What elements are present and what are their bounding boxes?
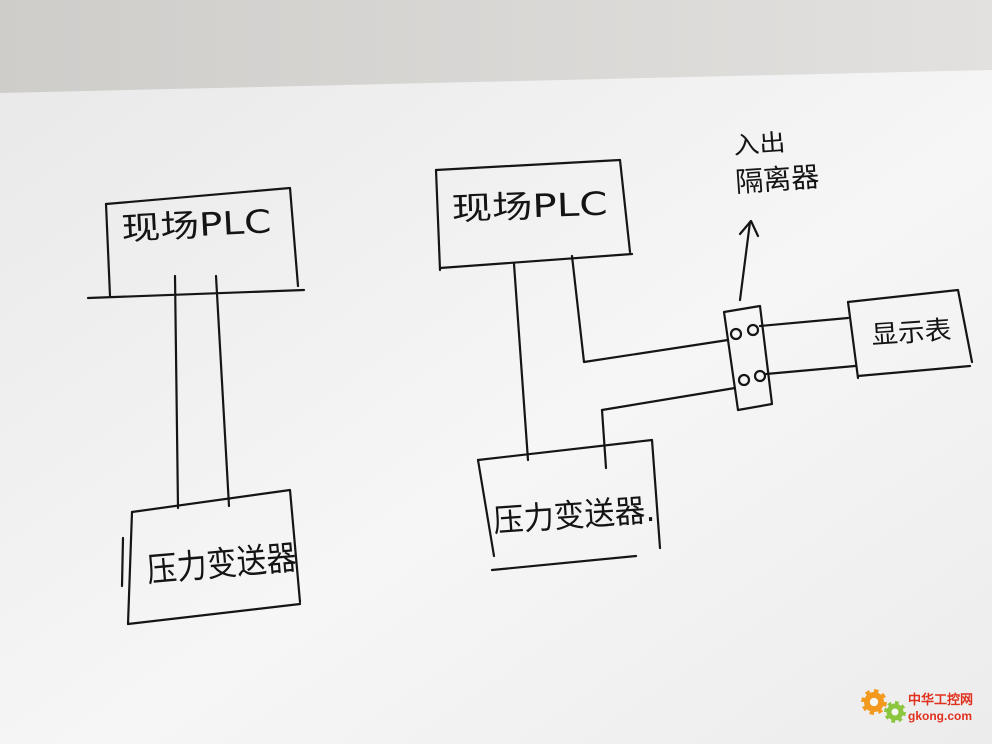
isolator-label-line1: 入出 [732,128,786,160]
isolator-terminals [729,323,767,387]
isolator-box [722,304,774,412]
gear-orange-icon [861,689,887,715]
watermark-text-en: gkong.com [908,709,972,723]
gear-green-icon [884,701,906,723]
left-plc-label: 现场PLC [120,202,272,248]
display-label: 显示表 [870,315,952,351]
arrow-to-isolator-label [738,219,760,302]
left-plc-box [86,186,306,300]
right-plc-box [434,158,634,272]
right-sensor-box [476,438,662,572]
display-box [846,288,974,380]
isolator-label-line2: 隔离器 [734,160,820,199]
watermark-text-cn: 中华工控网 [908,692,973,708]
left-sensor-box [120,488,302,626]
left-wires [173,274,231,510]
watermark-logo: 中华工控网 gkong.com [861,689,973,723]
right-plc-label: 现场PLC [451,185,608,228]
paper-sheet [0,70,992,744]
right-wires [512,254,857,470]
